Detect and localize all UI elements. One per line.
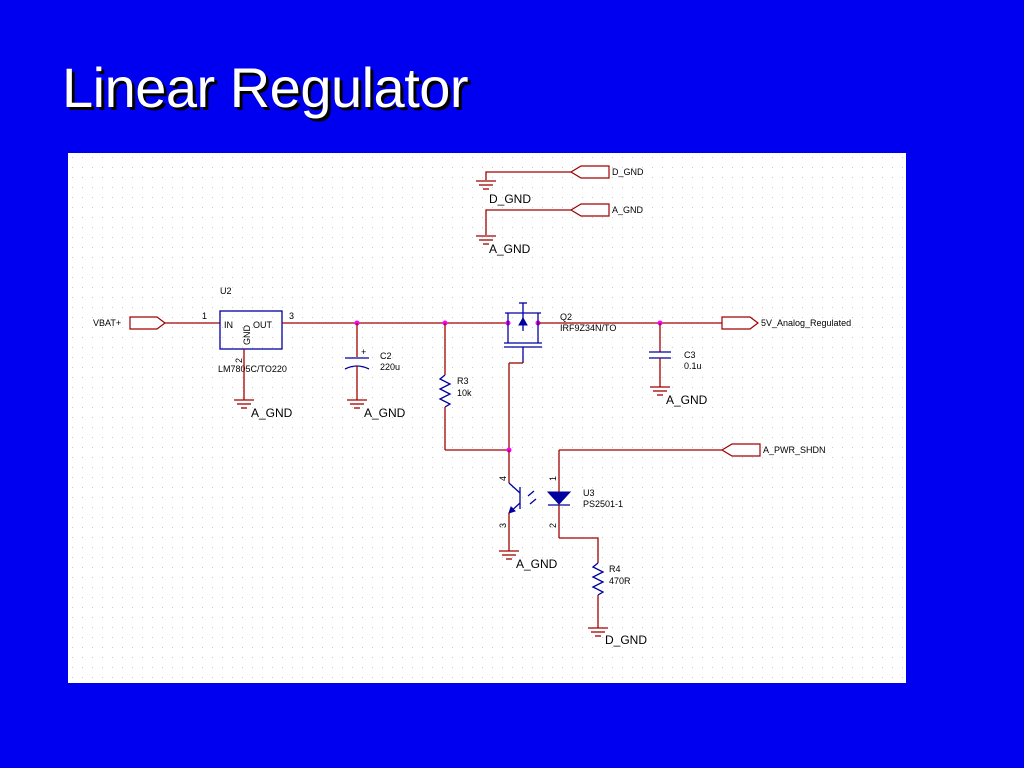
ground-symbol-u3 [499, 550, 519, 560]
u2-part: LM7805C/TO220 [218, 364, 287, 374]
ground-symbol-c3 [650, 386, 670, 396]
u2-body [219, 310, 283, 350]
ground-symbol-top-a [476, 235, 496, 245]
port-a-gnd-label: A_GND [612, 205, 644, 215]
c3-value: 0.1u [684, 361, 702, 371]
u2-pin1-label: 1 [202, 311, 207, 321]
u2-ref: U2 [220, 286, 232, 296]
r3-resistor: R3 10k [438, 323, 509, 451]
r3-value: 10k [457, 388, 472, 398]
u3-pin2-label: 2 [548, 523, 558, 528]
c2-polarity: + [361, 347, 366, 357]
c2-capacitor: + C2 220u A_GND [344, 323, 406, 420]
c2-gnd-label: A_GND [364, 406, 406, 420]
r4-resistor: R4 470R D_GND [588, 562, 647, 647]
ground-symbol-top-d [476, 180, 496, 190]
c2-ref: C2 [380, 351, 392, 361]
top-d-gnd-label: D_GND [489, 192, 531, 206]
vbat-label: VBAT+ [93, 318, 121, 328]
port-d-gnd-label: D_GND [612, 167, 644, 177]
schematic-canvas: D_GND A_GND D_GND A_GND VBAT+ 1 U2 IN OU… [68, 153, 906, 683]
port-pwr-shdn [720, 443, 761, 457]
c3-gnd-label: A_GND [666, 393, 708, 407]
ground-symbol-c2 [347, 399, 367, 409]
wire-a-gnd-link [485, 209, 571, 235]
c3-ref: C3 [684, 350, 696, 360]
port-pwr-shdn-label: A_PWR_SHDN [763, 445, 826, 455]
u2-regulator: U2 IN OUT GND 2 LM7805C/TO220 3 A_GND [218, 286, 294, 420]
r4-value: 470R [609, 576, 631, 586]
u3-pin3-label: 3 [498, 523, 508, 528]
u3-gnd-label: A_GND [516, 557, 558, 571]
q2-ref: Q2 [560, 312, 572, 322]
u2-pin-gnd: GND [242, 325, 252, 346]
u3-pin4-label: 4 [498, 476, 508, 481]
port-5v [721, 316, 759, 330]
slide-title: Linear Regulator [62, 56, 469, 119]
u3-pin1-label: 1 [548, 476, 558, 481]
u2-pin3-label: 3 [289, 311, 294, 321]
r3-ref: R3 [457, 376, 469, 386]
vbat-input: VBAT+ 1 [93, 311, 220, 330]
u3-optocoupler: 4 3 A_GND 1 2 U3 PS2501-1 A_PWR_SHDN [498, 443, 826, 571]
c3-capacitor: C3 0.1u A_GND [649, 323, 708, 407]
wire-d-gnd-link [485, 171, 571, 180]
top-a-gnd-label: A_GND [489, 242, 531, 256]
q2-part: IRF9Z34N/TO [560, 323, 616, 333]
port-5v-label: 5V_Analog_Regulated [761, 318, 851, 328]
gnd-link-section: D_GND A_GND D_GND A_GND [476, 165, 644, 256]
q2-mosfet: Q2 IRF9Z34N/TO [504, 302, 616, 450]
u2-pin2-label: 2 [234, 358, 244, 363]
r4-ref: R4 [609, 564, 621, 574]
schematic-grid [68, 153, 906, 683]
port-d-gnd [569, 165, 610, 179]
port-a-gnd [569, 203, 610, 217]
r4-gnd-label: D_GND [605, 633, 647, 647]
u3-part: PS2501-1 [583, 499, 623, 509]
ground-symbol-r4 [588, 627, 608, 637]
u2-pin-in: IN [224, 320, 233, 330]
ground-symbol-u2 [234, 399, 254, 409]
vbat-port [129, 316, 166, 330]
u2-pin-out: OUT [253, 320, 273, 330]
u3-ref: U3 [583, 488, 595, 498]
c2-value: 220u [380, 362, 400, 372]
u2-gnd-label: A_GND [251, 406, 293, 420]
